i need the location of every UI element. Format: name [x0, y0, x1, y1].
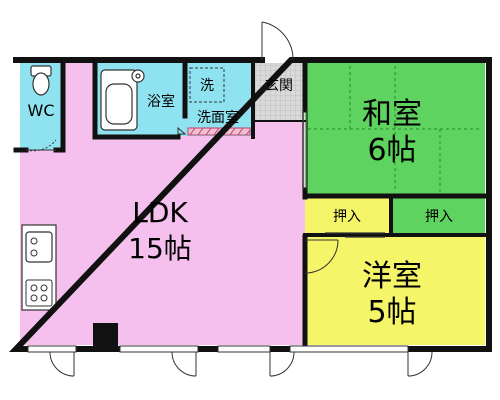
washroom-label: 洗面室 — [197, 109, 239, 126]
washitsu-size: 6帖 — [367, 133, 416, 168]
oshiire-left-area — [305, 198, 390, 233]
washing-machine-icon — [189, 67, 225, 103]
ldk-size: 15帖 — [128, 232, 192, 265]
bath-label: 浴室 — [147, 93, 175, 110]
bath-door-icon — [177, 126, 187, 135]
stove-icon — [25, 279, 53, 307]
tatami-lines — [308, 66, 482, 192]
oshiire-right-area — [393, 198, 485, 233]
oshiire-sliding-doors — [325, 232, 385, 238]
washroom-area — [185, 63, 253, 136]
wc-door — [25, 139, 57, 152]
washitsu-sliding-door — [302, 110, 308, 190]
south-openings — [27, 345, 433, 377]
sink-icon — [25, 231, 53, 263]
youshitsu-door — [304, 239, 339, 274]
entrance-door — [261, 21, 294, 61]
walls — [9, 57, 492, 352]
wc-label: WC — [28, 101, 55, 120]
oshiire-left-label: 押入 — [333, 209, 361, 225]
youshitsu-size: 5帖 — [367, 295, 416, 330]
washitsu-name: 和室 — [362, 97, 422, 132]
oshiire-right-label: 押入 — [425, 209, 453, 225]
youshitsu-name: 洋室 — [362, 259, 422, 294]
kitchen-counter — [21, 224, 57, 311]
ldk-area — [20, 63, 305, 345]
bathtub-icon — [100, 69, 145, 131]
ldk-name: LDK — [132, 196, 188, 229]
toilet-icon — [30, 65, 52, 96]
washer-label: 洗 — [200, 78, 214, 94]
entrance-label: 玄関 — [265, 77, 293, 94]
pillar — [93, 323, 118, 349]
